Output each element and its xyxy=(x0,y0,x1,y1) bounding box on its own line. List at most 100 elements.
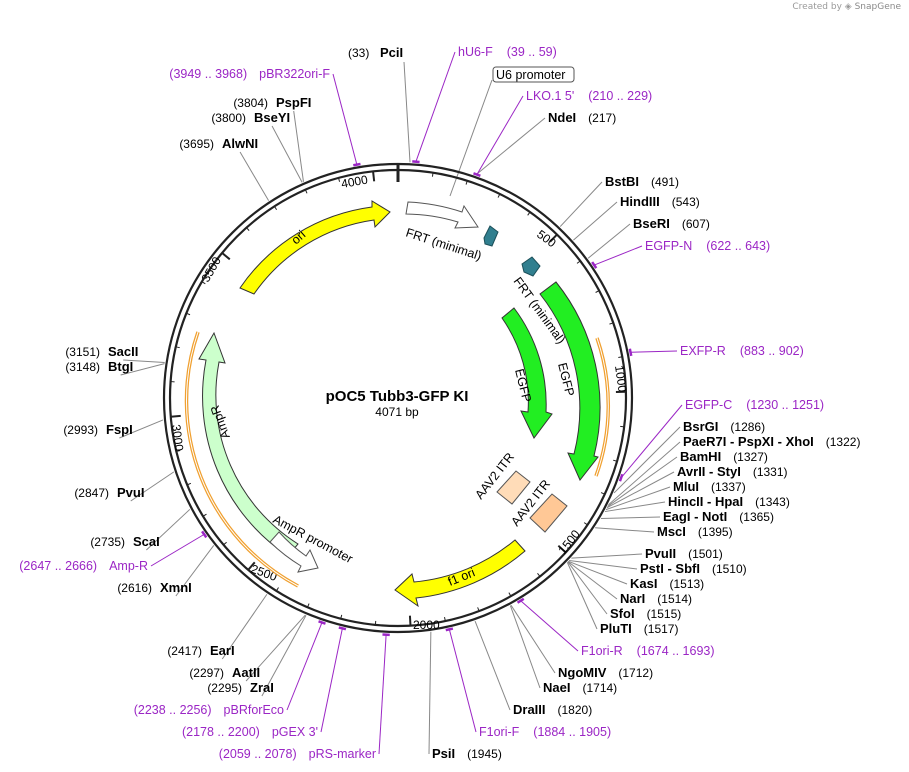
enzyme-sfoi-label: SfoI xyxy=(610,606,635,621)
aav2-itr-feature-2[interactable] xyxy=(529,493,568,533)
egfp-feature-outer[interactable] xyxy=(539,281,601,481)
enzyme-pvui-label: PvuI xyxy=(117,485,144,500)
ampr-feature[interactable] xyxy=(198,331,299,557)
enzyme-psti-sbfi-position: (1510) xyxy=(712,562,747,576)
egfp-label-outer: EGFP xyxy=(555,361,577,397)
tick-mark xyxy=(576,260,581,264)
primer-pbr322ori-f-range: (3949 .. 3968) xyxy=(169,67,247,81)
ori-feature[interactable] xyxy=(239,200,391,295)
primer-lko-1-5--label: LKO.1 5' xyxy=(526,89,574,103)
enzyme-aatii-label: AatII xyxy=(232,665,260,680)
leader-lines xyxy=(119,51,683,755)
enzyme-nari-label: NarI xyxy=(620,591,645,606)
primer-pbrforeco-range: (2238 .. 2256) xyxy=(134,703,212,717)
enzyme-msci-position: (1395) xyxy=(698,525,733,539)
tick-mark xyxy=(549,233,558,243)
snapgene-credit: Created by ◈ SnapGene xyxy=(792,2,901,12)
primer-f1ori-f-leader xyxy=(448,629,477,733)
enzyme-bseyi-leader xyxy=(271,125,303,183)
enzyme-bamhi-position: (1327) xyxy=(733,450,768,464)
enzyme-paer7i-pspxi-xhoi-position: (1322) xyxy=(826,435,861,449)
tick-label-3000: 3000 xyxy=(169,424,186,453)
primer-egfp-n-label: EGFP-N xyxy=(645,239,692,253)
primer-f1ori-r-leader xyxy=(520,600,579,652)
enzyme-bamhi-label: BamHI xyxy=(680,449,721,464)
tick-mark xyxy=(372,171,376,182)
tick-mark xyxy=(187,482,192,486)
enzyme-naei-position: (1714) xyxy=(582,681,617,695)
frt-minimal-feature-1[interactable] xyxy=(405,201,479,229)
enzyme-kasi-leader xyxy=(568,560,628,585)
ampr-promoter-feature[interactable] xyxy=(269,531,319,573)
egfp-feature-inner[interactable] xyxy=(501,307,553,439)
enzyme-bstbi-label: BstBI xyxy=(605,174,639,189)
enzyme-draiii-position: (1820) xyxy=(558,703,593,717)
enzyme-scai-leader xyxy=(146,508,191,551)
primer-hu6-f-leader xyxy=(415,51,456,162)
tick-mark xyxy=(176,450,181,452)
u6-promoter-box[interactable] xyxy=(492,66,575,83)
enzyme-pvui-position: (2847) xyxy=(74,486,109,500)
enzyme-msci-leader xyxy=(595,527,655,533)
enzyme-ndei-position: (217) xyxy=(588,111,616,125)
primer-hu6-f-label: hU6-F xyxy=(458,45,493,59)
enzyme-hincii-hpai-label: HincII - HpaI xyxy=(668,494,743,509)
enzyme-alwni-label: AlwNI xyxy=(222,136,258,151)
aav2-itr-feature-1[interactable] xyxy=(496,470,531,505)
tick-mark xyxy=(444,617,446,622)
enzyme-pvuii-leader xyxy=(571,553,643,559)
plasmid-name: pOC5 Tubb3-GFP KI xyxy=(326,388,469,405)
primer-amp-r-mark xyxy=(201,530,208,539)
tick-mark xyxy=(527,211,531,216)
tick-label-1000: 1000 xyxy=(612,364,630,393)
enzyme-psii-leader xyxy=(428,631,432,755)
enzyme-kasi-position: (1513) xyxy=(669,577,704,591)
enzyme-hindiii-position: (543) xyxy=(672,195,700,209)
tick-mark xyxy=(497,193,501,198)
primer-egfp-n-leader xyxy=(594,245,643,266)
f1-ori-feature[interactable] xyxy=(394,539,526,608)
tick-mark xyxy=(477,607,480,612)
enzyme-pspfi-leader xyxy=(293,110,304,182)
enzyme-pvui-leader xyxy=(130,471,175,502)
u6-promoter-label: U6 promoter xyxy=(496,68,565,82)
enzyme-aatii-leader xyxy=(245,614,306,682)
enzyme-eari-leader xyxy=(221,593,268,660)
tick-mark xyxy=(201,281,206,285)
enzyme-fspi-leader xyxy=(119,419,164,439)
tick-mark xyxy=(186,312,191,316)
primer-exfp-r-label: EXFP-R xyxy=(680,344,726,358)
enzyme-zrai-leader xyxy=(261,615,307,697)
enzyme-fspi-label: FspI xyxy=(106,422,133,437)
primer-egfp-n-mark xyxy=(591,261,598,269)
primer-egfp-c-range: (1230 .. 1251) xyxy=(746,398,824,412)
enzyme-nari-leader xyxy=(567,561,618,600)
enzyme-bstbi-leader xyxy=(559,181,603,227)
tick-label-1500: 1500 xyxy=(555,527,583,557)
primer-amp-r-leader xyxy=(150,533,205,567)
snapgene-logo-icon: ◈ xyxy=(844,2,852,12)
enzyme-bsrgi-label: BsrGI xyxy=(683,419,718,434)
enzyme-aatii-position: (2297) xyxy=(189,666,224,680)
tick-mark xyxy=(431,172,434,177)
primer-f1ori-r-label: F1ori-R xyxy=(581,644,623,658)
tick-mark xyxy=(202,513,207,517)
enzyme-eagi-noti-label: EagI - NotI xyxy=(663,509,727,524)
enzyme-bseyi-position: (3800) xyxy=(211,111,246,125)
enzyme-ngomiv-label: NgoMIV xyxy=(558,665,607,680)
primer-marks xyxy=(201,160,633,637)
primer-prs-marker-range: (2059 .. 2078) xyxy=(219,747,297,761)
primer-pgex-3--range: (2178 .. 2200) xyxy=(182,725,260,739)
tick-mark xyxy=(600,492,605,495)
enzyme-sacii-label: SacII xyxy=(108,344,138,359)
enzyme-xmni-label: XmnI xyxy=(160,580,192,595)
primer-exfp-r-leader xyxy=(630,350,678,353)
enzyme-alwni-position: (3695) xyxy=(179,137,214,151)
enzyme-mlui-position: (1337) xyxy=(711,480,746,494)
enzyme-pcii-leader xyxy=(403,61,411,163)
enzyme-btgi-leader xyxy=(120,363,165,376)
enzyme-draiii-leader xyxy=(474,620,511,711)
enzyme-fspi-position: (2993) xyxy=(63,423,98,437)
enzyme-naei-leader xyxy=(509,605,541,689)
